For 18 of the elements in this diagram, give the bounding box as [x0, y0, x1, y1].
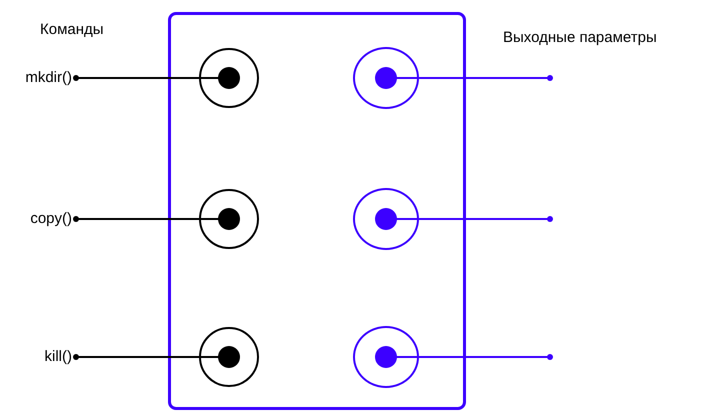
- connector-line: [73, 354, 199, 360]
- target-circle: [199, 327, 259, 387]
- column-heading: Выходные параметры: [503, 28, 657, 48]
- target-circle: [199, 48, 259, 108]
- connector-line: [73, 216, 199, 222]
- command-label: copy(): [30, 209, 72, 229]
- column-heading: Команды: [40, 20, 104, 40]
- connector-line: [419, 216, 553, 222]
- target-circle: [199, 189, 259, 249]
- connector-line: [73, 75, 199, 81]
- command-label: kill(): [44, 347, 72, 367]
- container-box: [168, 12, 466, 410]
- connector-line: [419, 75, 553, 81]
- target-circle: [353, 188, 419, 250]
- target-circle: [353, 326, 419, 388]
- connector-line: [419, 354, 553, 360]
- command-label: mkdir(): [25, 68, 72, 88]
- target-circle: [353, 47, 419, 109]
